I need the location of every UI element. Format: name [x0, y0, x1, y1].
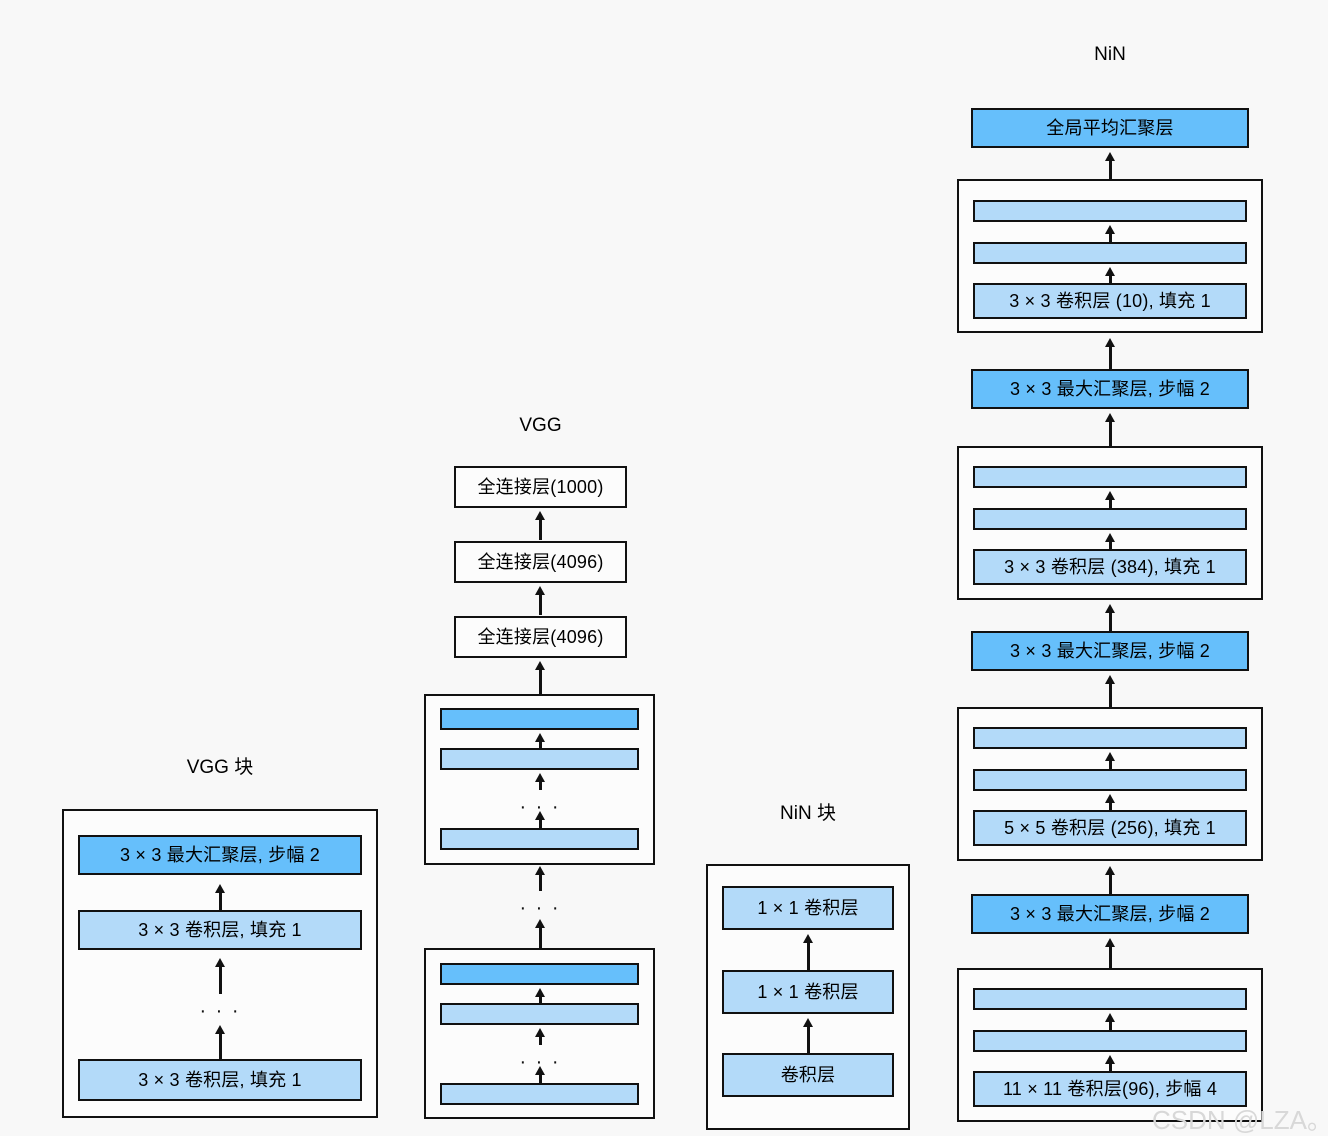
nin-stage-2-bar-1[interactable] — [973, 727, 1247, 749]
nin-stage-3-bar-1[interactable] — [973, 466, 1247, 488]
nin-stage-3-bar-2[interactable] — [973, 508, 1247, 530]
nin-stage-4-bar-2[interactable] — [973, 242, 1247, 264]
nin-block-node-conv1x1-mid[interactable]: 1 × 1 卷积层 — [722, 970, 894, 1014]
vgg-lower-ellipsis: · · · — [519, 1051, 561, 1073]
nin-stage-1-bar-1[interactable] — [973, 988, 1247, 1010]
nin-pool-1[interactable]: 3 × 3 最大汇聚层, 步幅 2 — [971, 894, 1249, 934]
nin-pool-3[interactable]: 3 × 3 最大汇聚层, 步幅 2 — [971, 369, 1249, 409]
vgg-block-ellipsis: · · · — [199, 1000, 241, 1022]
nin-stage-2-bar-2[interactable] — [973, 769, 1247, 791]
vgg-block-title: VGG 块 — [186, 757, 254, 778]
nin-stage-3-bar-3[interactable]: 3 × 3 卷积层 (384), 填充 1 — [973, 549, 1247, 585]
vgg-block-node-conv-top[interactable]: 3 × 3 卷积层, 填充 1 — [78, 910, 362, 950]
nin-block-title: NiN 块 — [780, 803, 836, 824]
vgg-mid-ellipsis: · · · — [519, 897, 561, 919]
vgg-block-node-conv-bottom[interactable]: 3 × 3 卷积层, 填充 1 — [78, 1059, 362, 1101]
csdn-watermark: CSDN @LZA。 — [1152, 1105, 1328, 1135]
nin-stage-1-bar-2[interactable] — [973, 1030, 1247, 1052]
vgg-title: VGG — [519, 415, 562, 436]
nin-block-node-conv1x1-top[interactable]: 1 × 1 卷积层 — [722, 886, 894, 930]
nin-stage-2-bar-3[interactable]: 5 × 5 卷积层 (256), 填充 1 — [973, 810, 1247, 846]
vgg-node-fc1000[interactable]: 全连接层(1000) — [454, 466, 627, 508]
nin-stage-4-bar-1[interactable] — [973, 200, 1247, 222]
vgg-lower-bar-2[interactable] — [440, 1003, 639, 1025]
vgg-lower-bar-1[interactable] — [440, 963, 639, 985]
vgg-upper-ellipsis: · · · — [519, 796, 561, 818]
nin-title: NiN — [1094, 44, 1126, 65]
nin-node-global-avg-pool[interactable]: 全局平均汇聚层 — [971, 108, 1249, 148]
vgg-block-node-maxpool[interactable]: 3 × 3 最大汇聚层, 步幅 2 — [78, 835, 362, 875]
nin-pool-2[interactable]: 3 × 3 最大汇聚层, 步幅 2 — [971, 631, 1249, 671]
nin-block-node-conv[interactable]: 卷积层 — [722, 1053, 894, 1097]
vgg-upper-bar-2[interactable] — [440, 748, 639, 770]
vgg-node-fc4096-a[interactable]: 全连接层(4096) — [454, 616, 627, 658]
nin-stage-1-bar-3[interactable]: 11 × 11 卷积层(96), 步幅 4 — [973, 1071, 1247, 1107]
nin-stage-4-bar-3[interactable]: 3 × 3 卷积层 (10), 填充 1 — [973, 283, 1247, 319]
vgg-upper-bar-1[interactable] — [440, 708, 639, 730]
vgg-lower-bar-3[interactable] — [440, 1083, 639, 1105]
vgg-upper-bar-3[interactable] — [440, 828, 639, 850]
vgg-node-fc4096-b[interactable]: 全连接层(4096) — [454, 541, 627, 583]
